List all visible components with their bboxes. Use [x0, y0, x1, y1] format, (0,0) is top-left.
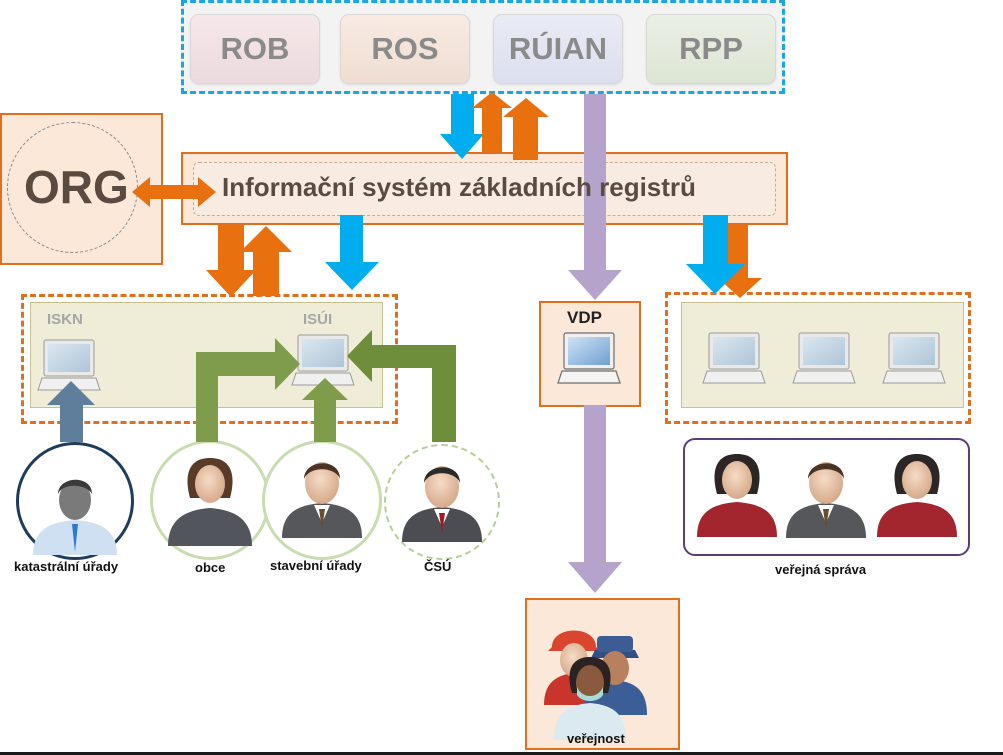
bottom-border-line — [0, 752, 1003, 755]
csu-person-icon — [402, 466, 482, 542]
municipality-person-icon — [168, 458, 252, 546]
iszr-label: Informační systém základních registrů — [222, 172, 696, 202]
public-caption: veřejnost — [567, 731, 625, 746]
building-office-person-icon — [282, 462, 362, 538]
register-rpp-button[interactable]: RPP — [646, 14, 776, 84]
lavender-arrow-to-public — [568, 405, 622, 593]
org-iszr-double-arrow — [132, 177, 216, 207]
public-administration-caption: veřejná správa — [775, 562, 867, 577]
lavender-arrow-to-vdp — [568, 94, 622, 300]
public-admin-woman-1-icon — [697, 454, 777, 537]
municipalities-caption: obce — [195, 560, 226, 575]
cadastral-offices-caption: katastrální úřady — [14, 559, 119, 574]
building-office-circle — [262, 440, 382, 560]
csu-caption: ČSÚ — [424, 559, 452, 574]
register-ros-button[interactable]: ROS — [340, 14, 470, 84]
public-admin-woman-2-icon — [877, 454, 957, 537]
blue-arrow-registers-to-iszr — [440, 94, 484, 159]
public-group-icon — [544, 630, 647, 740]
iszr-inner — [193, 162, 776, 216]
cadastral-person-icon — [33, 479, 117, 555]
register-rob-button[interactable]: ROB — [190, 14, 320, 84]
iskn-label: ISKN — [47, 311, 83, 328]
public-admin-man-icon — [786, 462, 866, 538]
org-label: ORG — [24, 161, 129, 213]
vdp-label: VDP — [567, 308, 602, 327]
register-ruian-button[interactable]: RÚIAN — [493, 14, 623, 84]
building-offices-caption: stavební úřady — [270, 558, 362, 573]
isui-label: ISÚI — [303, 311, 333, 328]
